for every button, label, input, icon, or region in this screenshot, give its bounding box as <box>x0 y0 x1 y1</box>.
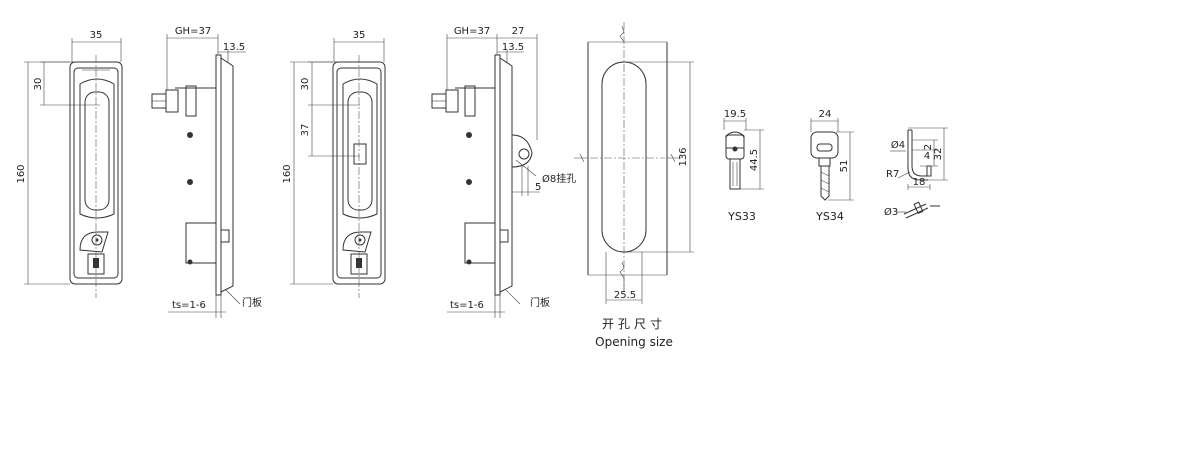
thickness-dim: ts=1-6 <box>450 300 484 311</box>
key-ys34: 24 51 YS34 <box>810 109 854 223</box>
thickness-dim: ts=1-6 <box>172 300 206 311</box>
key-name: YS34 <box>815 210 844 223</box>
side-view-1: GH=37 13.5 ts=1-6 门板 <box>151 26 262 318</box>
gh-dim: GH=37 <box>175 26 211 37</box>
flange-dim: 13.5 <box>502 42 524 53</box>
hole-offset-dim: 5 <box>535 182 541 193</box>
radius-dim: R7 <box>886 169 899 180</box>
caption-en: Opening size <box>595 335 673 349</box>
opening-height-dim: 136 <box>678 147 689 166</box>
wire-dia-dim: Ø4 <box>891 139 905 151</box>
width-dim: 35 <box>353 30 366 41</box>
front-view-2: 35 30 37 160 <box>282 30 386 298</box>
key-height-dim: 51 <box>839 160 850 173</box>
hang-hole-label: Ø8挂孔 <box>542 172 576 185</box>
dim-32: 32 <box>933 148 944 161</box>
dim-2: 2 <box>923 144 934 150</box>
key-name: YS33 <box>727 210 756 223</box>
shackle-detail: Ø4 2 4 32 R7 18 Ø3 <box>884 127 948 219</box>
caption-cn: 开孔尺寸 <box>602 317 666 331</box>
opening-width-dim: 25.5 <box>614 290 636 301</box>
key-height-dim: 44.5 <box>749 149 760 171</box>
flange-dim: 13.5 <box>223 42 245 53</box>
side-view-2: GH=37 27 13.5 Ø8挂孔 5 ts=1 <box>431 26 576 318</box>
height-dim: 160 <box>16 164 27 183</box>
gh-dim: GH=37 <box>454 26 490 37</box>
opening-size-view: 136 25.5 开孔尺寸 Opening size <box>574 22 694 349</box>
top-offset-dim: 30 <box>33 78 44 91</box>
mid-offset-dim: 37 <box>300 124 311 137</box>
width-dim: 35 <box>90 30 103 41</box>
dim-18: 18 <box>913 177 926 188</box>
key-width-dim: 19.5 <box>724 109 746 120</box>
key-ys33: 19.5 44.5 YS33 <box>723 109 764 223</box>
dim-4: 4 <box>924 151 930 162</box>
pin-dia-dim: Ø3 <box>884 206 898 218</box>
door-panel-label: 门板 <box>242 296 262 309</box>
height-dim: 160 <box>282 164 293 183</box>
depth-dim: 27 <box>512 26 525 37</box>
door-panel-label: 门板 <box>530 296 550 309</box>
top-offset-dim: 30 <box>300 78 311 91</box>
key-width-dim: 24 <box>819 109 832 120</box>
front-view-1: 35 30 160 <box>16 30 123 298</box>
